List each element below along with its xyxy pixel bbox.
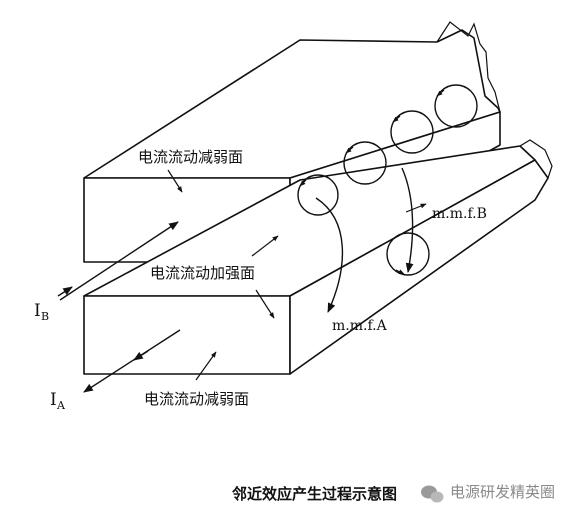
mmf-a-curve-arrow: [315, 197, 344, 313]
label-top-weakened: 电流流动减弱面: [138, 148, 243, 166]
pointer-strengthened-up: [251, 235, 279, 257]
pointer-bottom-weakened: [195, 351, 217, 381]
diagram-caption: 邻近效应产生过程示意图: [231, 485, 397, 503]
conductor-b-torn-edge: [436, 21, 501, 113]
pointer-top-weakened: [167, 169, 183, 193]
label-mmf-b: m.m.f.B: [432, 206, 487, 222]
conductor-a-side-face: [289, 159, 549, 375]
current-a-mid-arrow: [133, 350, 149, 361]
label-mmf-a: m.m.f.A: [332, 318, 388, 334]
flux-loop-4: [434, 84, 478, 128]
label-current-a: I: [50, 390, 57, 410]
label-current-a-sub: A: [56, 399, 66, 412]
current-b-arrow: [59, 221, 179, 301]
flux-loop-5: [386, 232, 430, 276]
label-bottom-weakened: 电流流动减弱面: [144, 390, 249, 408]
pointer-strengthened-down: [255, 289, 275, 319]
label-current-b-sub: B: [41, 310, 49, 323]
flux-loops: [297, 84, 478, 276]
current-a-arrow: [83, 329, 181, 393]
watermark: 电源研发精英圈: [421, 483, 555, 503]
conductor-a: [83, 139, 553, 375]
pointer-mmf-b: [405, 203, 427, 213]
current-b-entry-arrow: [57, 286, 73, 297]
flux-loop-2: [343, 141, 387, 185]
wechat-icon: [421, 485, 444, 503]
conductor-a-torn-edge: [519, 139, 553, 179]
conductor-a-front-face: [83, 295, 291, 375]
mmf-b-curve-arrow: [401, 167, 414, 273]
label-strengthened: 电流流动加强面: [150, 264, 255, 282]
flux-loop-3: [390, 110, 434, 154]
flux-loop-1: [297, 174, 339, 216]
label-current-b: I: [34, 301, 41, 321]
watermark-text: 电源研发精英圈: [450, 483, 555, 501]
